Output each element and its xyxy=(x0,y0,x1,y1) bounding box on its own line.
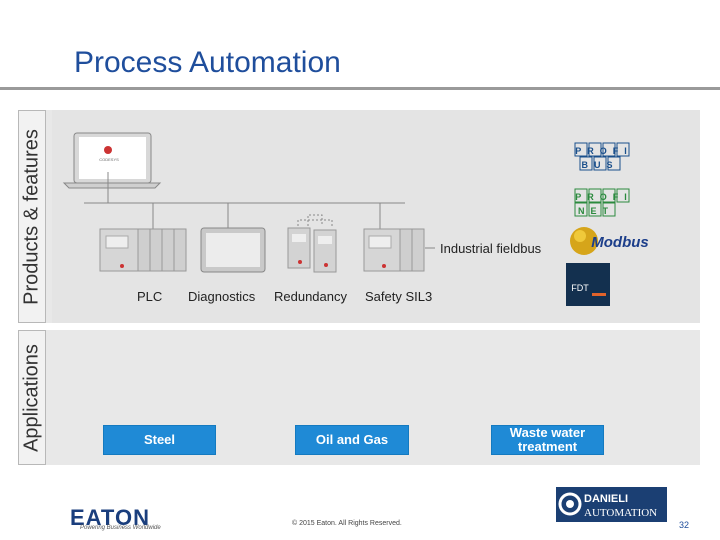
eaton-logo: EATON xyxy=(70,505,150,530)
modbus-logo-icon: Modbus xyxy=(570,227,649,255)
redundancy-label: Redundancy xyxy=(274,289,347,304)
svg-text:AUTOMATION: AUTOMATION xyxy=(584,507,657,519)
eaton-tagline: Powering Business Worldwide xyxy=(80,525,161,531)
svg-text:NET: NET xyxy=(578,206,614,216)
plc-device-icon xyxy=(99,228,187,272)
diagnostics-panel-icon xyxy=(200,227,266,273)
applications-side-label: Applications xyxy=(20,343,43,452)
industrial-fieldbus-label: Industrial fieldbus xyxy=(440,241,542,256)
svg-text:DANIELI: DANIELI xyxy=(584,493,628,505)
plc-label: PLC xyxy=(137,289,163,304)
steel-button[interactable]: Steel xyxy=(103,425,216,455)
oil-and-gas-button[interactable]: Oil and Gas xyxy=(295,425,409,455)
svg-text:BUS: BUS xyxy=(581,160,618,170)
products-side-box: Products & features xyxy=(18,110,46,323)
title-divider xyxy=(0,87,720,90)
diagnostics-label: Diagnostics xyxy=(188,289,256,304)
profibus-logo-icon: PROFI BUS xyxy=(574,142,633,171)
svg-text:FDT: FDT xyxy=(571,283,589,293)
danieli-emblem-icon: DANIELI AUTOMATION xyxy=(558,492,657,519)
fdt-logo-icon: FDT xyxy=(566,263,610,306)
svg-text:Modbus: Modbus xyxy=(591,234,649,251)
svg-text:PROFI: PROFI xyxy=(575,192,633,202)
page-number: 32 xyxy=(679,520,690,530)
redundancy-modules-icon xyxy=(287,227,337,273)
codesys-text: CODESYS xyxy=(99,157,119,162)
page-title: Process Automation xyxy=(74,46,341,79)
svg-text:PROFI: PROFI xyxy=(575,146,633,156)
safety-device-icon xyxy=(363,228,425,272)
safety-sil3-label: Safety SIL3 xyxy=(365,289,433,304)
laptop-icon xyxy=(62,132,162,189)
profinet-logo-icon: PROFI NET xyxy=(574,188,633,217)
danieli-automation-logo: DANIELI AUTOMATION xyxy=(556,487,667,522)
waste-water-treatment-button[interactable]: Waste water treatment xyxy=(491,425,604,455)
applications-side-box: Applications xyxy=(18,330,46,465)
copyright-text: © 2015 Eaton. All Rights Reserved. xyxy=(292,520,402,527)
